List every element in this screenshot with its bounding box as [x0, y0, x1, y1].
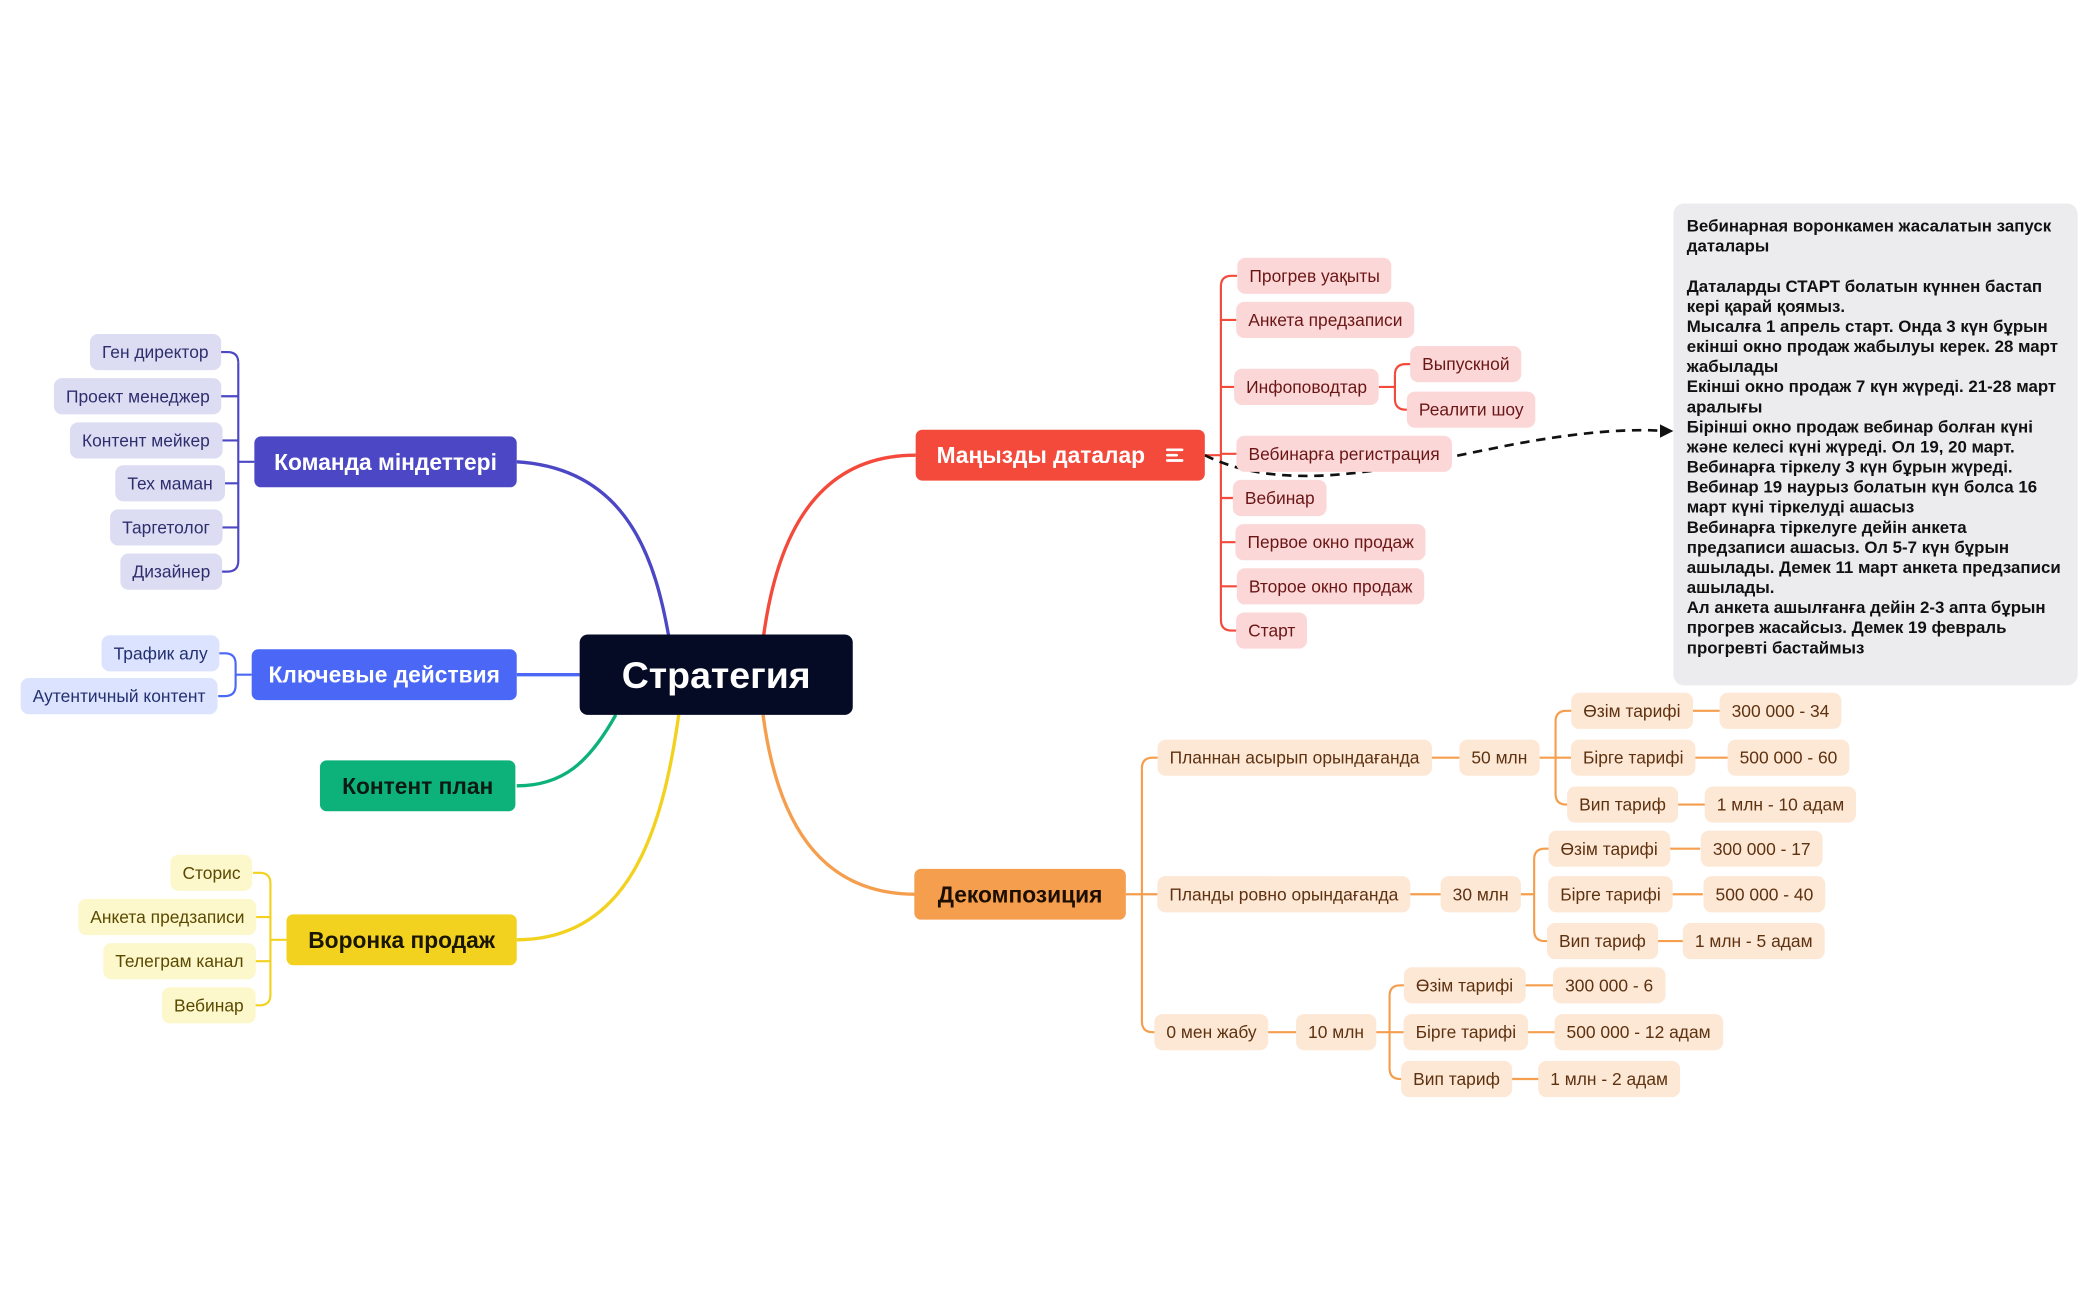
- note-line: Даталарды СТАРТ болатын күннен бастап ке…: [1686, 277, 2043, 316]
- tariff-name[interactable]: Бірге тарифі: [1570, 739, 1696, 776]
- relation-dashed: [1204, 428, 1666, 478]
- manyzdy-item[interactable]: Инфоповодтар: [1234, 368, 1380, 405]
- branch-voronka[interactable]: Воронка продаж: [286, 914, 517, 966]
- kluchevye-item[interactable]: Трафик алу: [101, 635, 220, 672]
- infopovod-item[interactable]: Реалити шоу: [1406, 391, 1536, 428]
- manyzdy-item[interactable]: Первое окно продаж: [1235, 524, 1426, 561]
- link-komanda: [516, 460, 671, 641]
- tariff-name[interactable]: Вип тариф: [1567, 786, 1678, 823]
- tariff-name[interactable]: Өзім тарифі: [1403, 967, 1526, 1004]
- tariff-name[interactable]: Өзім тарифі: [1548, 830, 1670, 867]
- voronka-item[interactable]: Вебинар: [161, 987, 256, 1024]
- manyzdy-item[interactable]: Прогрев уақыты: [1237, 257, 1392, 294]
- tariff-value[interactable]: 300 000 - 6: [1553, 967, 1666, 1004]
- tariff-name[interactable]: Бірге тарифі: [1548, 876, 1673, 913]
- branch-kluchevye[interactable]: Ключевые действия: [251, 649, 517, 701]
- tariff-value[interactable]: 1 млн - 5 адам: [1682, 923, 1825, 960]
- note-line: Вебинар 19 наурыз болатын күн болса 16 м…: [1686, 477, 2038, 517]
- kluchevye-item[interactable]: Аутентичный контент: [20, 678, 218, 715]
- branch-komanda[interactable]: Команда міндеттері: [254, 436, 517, 488]
- tariff-value[interactable]: 1 млн - 2 адам: [1538, 1060, 1681, 1098]
- manyzdy-item[interactable]: Вебинар: [1232, 479, 1327, 517]
- voronka-item[interactable]: Телеграм канал: [103, 943, 256, 980]
- center-node[interactable]: Стратегия: [579, 634, 853, 715]
- plan-amount[interactable]: 10 млн: [1296, 1014, 1377, 1051]
- branch-manyzdy-label: Маңызды даталар: [936, 442, 1146, 468]
- note-title: Вебинарная воронкамен жасалатын запуск д…: [1686, 216, 2052, 256]
- note-line: Бірінші окно продаж вебинар болған күні …: [1686, 417, 2033, 457]
- voronka-item[interactable]: Анкета предзаписи: [78, 898, 257, 936]
- link-kontent: [516, 714, 618, 788]
- infopovod-item[interactable]: Выпускной: [1410, 346, 1522, 383]
- komanda-item[interactable]: Контент мейкер: [69, 422, 222, 459]
- komanda-item[interactable]: Дизайнер: [120, 553, 223, 590]
- plan-amount[interactable]: 30 млн: [1440, 876, 1521, 913]
- manyzdy-item[interactable]: Анкета предзаписи: [1236, 301, 1415, 339]
- branch-dekompoziciya[interactable]: Декомпозиция: [914, 868, 1126, 920]
- tariff-name[interactable]: Өзім тарифі: [1571, 692, 1693, 729]
- tariff-name[interactable]: Вип тариф: [1546, 923, 1658, 960]
- note-line: Екінші окно продаж 7 күн жүреді. 21-28 м…: [1686, 377, 2057, 417]
- note-line: Вебинарға тіркелу 3 күн бұрын жүреді.: [1686, 457, 2013, 477]
- plan-label[interactable]: 0 мен жабу: [1154, 1014, 1269, 1051]
- note-line: Ал анкета ашылғанға дейін 2-3 апта бұрын…: [1686, 598, 2046, 658]
- note-line: Мысалға 1 апрель старт. Онда 3 күн бұрын…: [1686, 317, 2059, 377]
- branch-manyzdy[interactable]: Маңызды даталар: [915, 429, 1205, 481]
- manyzdy-item[interactable]: Вебинарға регистрация: [1236, 435, 1452, 472]
- note-panel: Вебинарная воронкамен жасалатын запуск д…: [1673, 203, 2078, 686]
- tariff-name[interactable]: Вип тариф: [1401, 1060, 1512, 1098]
- tariff-name[interactable]: Бірге тарифі: [1403, 1014, 1529, 1051]
- link-dekompoziciya: [761, 714, 916, 896]
- voronka-item[interactable]: Сторис: [170, 854, 253, 891]
- komanda-item[interactable]: Ген директор: [89, 334, 221, 371]
- tariff-value[interactable]: 500 000 - 60: [1727, 739, 1850, 776]
- note-line: Вебинарға тіркелуге дейін анкета предзап…: [1686, 518, 2061, 598]
- komanda-item[interactable]: Проект менеджер: [53, 378, 222, 415]
- manyzdy-item[interactable]: Второе окно продаж: [1236, 568, 1425, 605]
- tariff-value[interactable]: 300 000 - 34: [1719, 692, 1842, 729]
- plan-label[interactable]: Планнан асырып орындағанда: [1157, 739, 1432, 776]
- link-voronka: [516, 714, 681, 942]
- tariff-value[interactable]: 1 млн - 10 адам: [1704, 786, 1857, 823]
- branch-kontent-plan[interactable]: Контент план: [319, 760, 516, 812]
- manyzdy-item[interactable]: Старт: [1236, 612, 1308, 649]
- notes-icon[interactable]: [1166, 446, 1184, 465]
- plan-amount[interactable]: 50 млн: [1459, 739, 1540, 776]
- tariff-value[interactable]: 300 000 - 17: [1700, 830, 1823, 867]
- tariff-value[interactable]: 500 000 - 12 адам: [1554, 1014, 1723, 1051]
- komanda-item[interactable]: Тех маман: [115, 465, 225, 502]
- plan-label[interactable]: Планды ровно орындағанда: [1157, 876, 1411, 913]
- komanda-item[interactable]: Таргетолог: [110, 509, 222, 546]
- tariff-value[interactable]: 500 000 - 40: [1703, 876, 1826, 913]
- link-manyzdy: [761, 453, 916, 641]
